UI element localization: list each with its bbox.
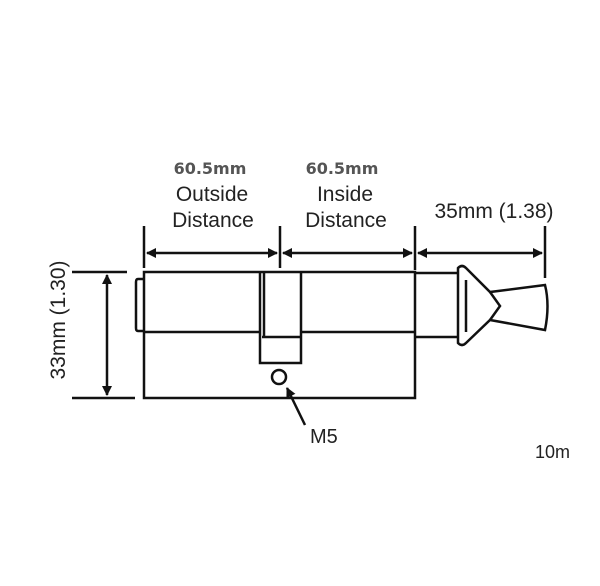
outside-value: 60.5mm bbox=[174, 159, 247, 178]
height-label: 33mm (1.30) bbox=[47, 260, 70, 379]
corner-label: 10m bbox=[535, 442, 570, 462]
cam bbox=[258, 272, 303, 365]
m5-label: M5 bbox=[310, 426, 338, 448]
knob-length-label: 35mm (1.38) bbox=[434, 200, 553, 223]
knob-spindle bbox=[415, 271, 458, 339]
outside-label-2: Distance bbox=[172, 209, 254, 232]
m5-pointer-arrow bbox=[285, 387, 307, 426]
left-cap bbox=[134, 277, 144, 333]
inside-label-1: Inside bbox=[317, 183, 373, 206]
inside-value: 60.5mm bbox=[306, 159, 379, 178]
outside-label-1: Outside bbox=[176, 183, 248, 206]
cylinder-body bbox=[142, 270, 417, 400]
inside-label-2: Distance bbox=[305, 209, 387, 232]
thumb-turn-knob bbox=[456, 264, 549, 347]
screw-hole bbox=[270, 368, 288, 386]
